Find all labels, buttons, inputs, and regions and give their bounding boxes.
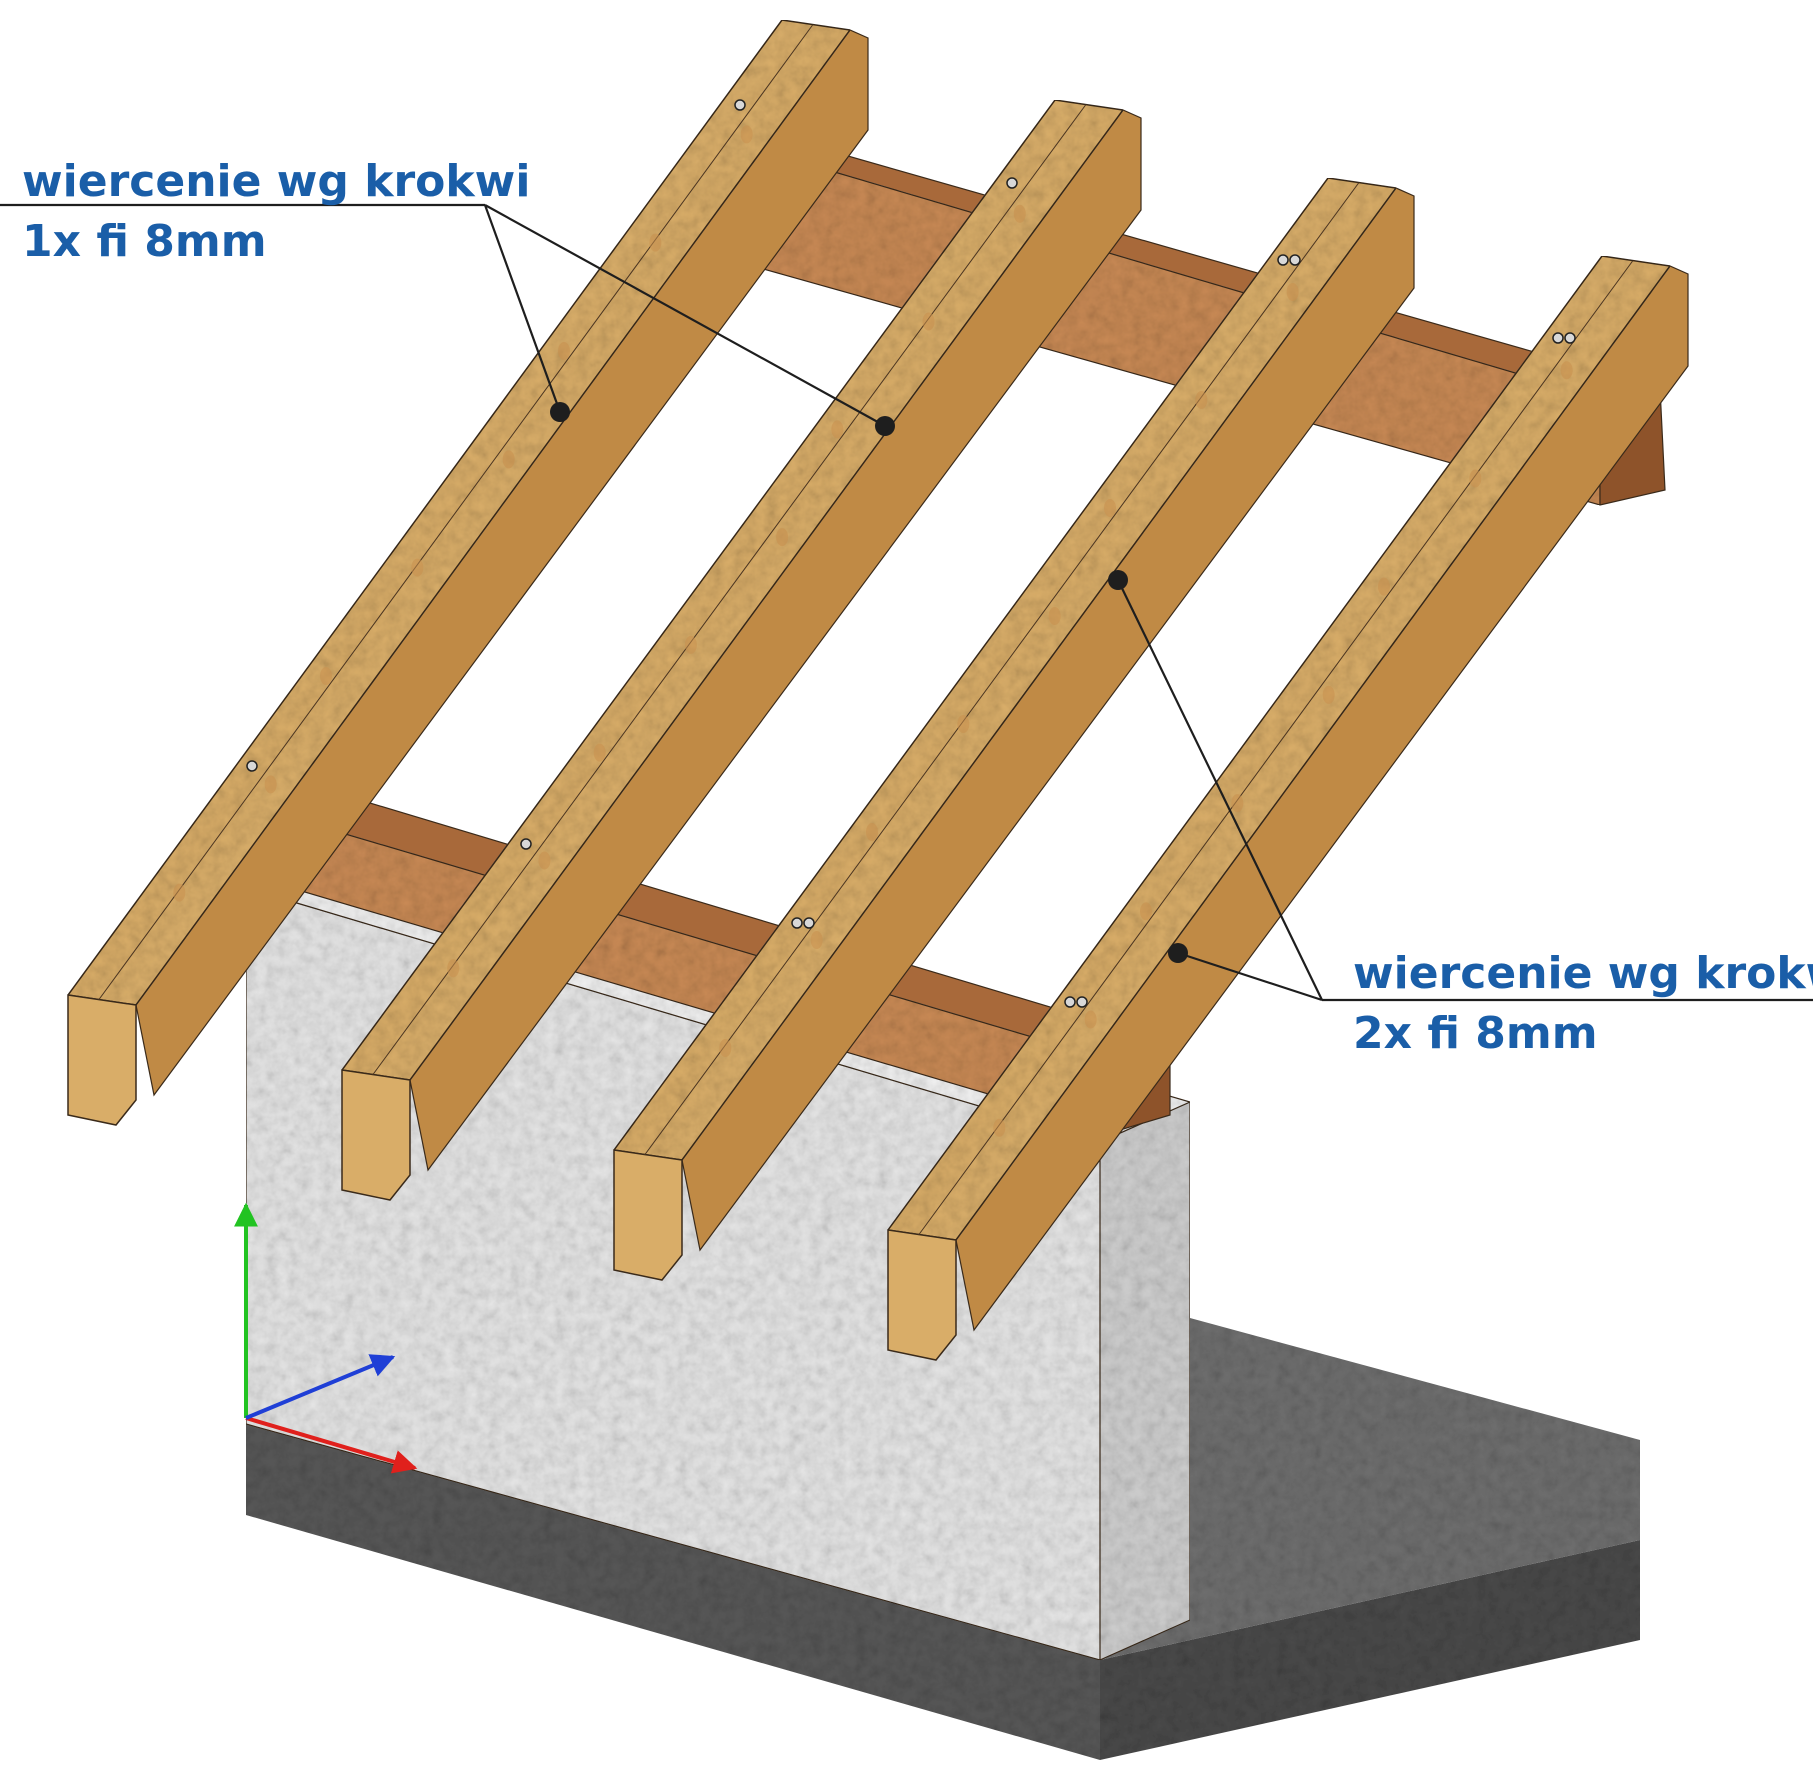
bolt-hole bbox=[1064, 996, 1076, 1008]
wood-knot bbox=[320, 667, 332, 685]
wood-knot bbox=[411, 558, 424, 577]
wood-knot bbox=[957, 715, 970, 733]
drill-point-marker bbox=[875, 416, 895, 436]
bolt-hole bbox=[520, 838, 532, 850]
wood-knot bbox=[719, 1039, 732, 1057]
rafter-end bbox=[613, 1149, 683, 1281]
wood-knot bbox=[740, 125, 753, 144]
wood-knot bbox=[173, 883, 186, 902]
drill-point-marker bbox=[1168, 943, 1188, 963]
wood-knot bbox=[1286, 283, 1299, 301]
wood-knot bbox=[593, 743, 606, 762]
wood-knot bbox=[1013, 204, 1026, 223]
wood-knot bbox=[1378, 577, 1390, 596]
callout-title: wiercenie wg krokwi bbox=[22, 156, 531, 207]
bolt-hole bbox=[1076, 996, 1088, 1008]
rafter bbox=[66, 19, 869, 1126]
wood-knot bbox=[649, 233, 662, 252]
bolt-hole bbox=[246, 760, 258, 772]
wood-knot bbox=[866, 823, 878, 841]
wood-knot bbox=[502, 450, 515, 469]
rafter-edge-line bbox=[918, 260, 1634, 1236]
rafter-edge-line bbox=[644, 182, 1360, 1156]
bolt-hole bbox=[791, 917, 803, 929]
xyz-axis-icon bbox=[234, 1202, 418, 1474]
rafters bbox=[66, 19, 1689, 1361]
wood-knot bbox=[538, 851, 551, 870]
rafter bbox=[340, 99, 1142, 1201]
wood-knot bbox=[264, 775, 277, 794]
drill-point-marker bbox=[1108, 570, 1128, 590]
rafter-end bbox=[341, 1069, 411, 1201]
callout-spec: 1x fi 8mm bbox=[22, 216, 267, 267]
rafter-end bbox=[887, 1229, 957, 1361]
wood-knot bbox=[1560, 361, 1573, 380]
bolt-hole bbox=[1564, 332, 1576, 344]
wood-knot bbox=[684, 635, 697, 654]
rafter-edge-line bbox=[98, 24, 814, 1001]
bolt-hole bbox=[1552, 332, 1564, 344]
callout-leaders bbox=[0, 203, 1813, 1002]
wood-knot bbox=[1231, 794, 1244, 813]
wood-knot bbox=[1104, 499, 1116, 517]
wood-knot bbox=[1140, 902, 1152, 921]
wood-knot bbox=[1048, 607, 1061, 625]
wood-knot bbox=[993, 1118, 1006, 1137]
rafter-end bbox=[67, 994, 137, 1126]
wood-knot bbox=[1469, 469, 1482, 488]
wood-knot bbox=[922, 312, 935, 331]
bolt-hole bbox=[1289, 254, 1301, 266]
wood-knot bbox=[1084, 1010, 1097, 1029]
bolt-hole bbox=[734, 99, 746, 111]
bolt-hole bbox=[1006, 177, 1018, 189]
wood-knot bbox=[810, 931, 823, 949]
callout-spec: 2x fi 8mm bbox=[1353, 1008, 1598, 1059]
bolt-hole bbox=[1277, 254, 1289, 266]
drill-point-marker bbox=[550, 402, 570, 422]
wood-knot bbox=[447, 959, 460, 978]
callout-title: wiercenie wg krokwi bbox=[1353, 948, 1813, 999]
rafter bbox=[886, 255, 1689, 1361]
wood-knot bbox=[776, 528, 789, 547]
callout-drill-1x: wiercenie wg krokwi 1x fi 8mm bbox=[22, 152, 530, 272]
rafter-edge-line bbox=[372, 104, 1087, 1076]
wood-knot bbox=[558, 342, 570, 360]
wood-knot bbox=[1322, 685, 1335, 704]
bolt-hole bbox=[803, 917, 815, 929]
wood-knot bbox=[1195, 391, 1208, 409]
callout-drill-2x: wiercenie wg krokwi 2x fi 8mm bbox=[1353, 944, 1813, 1064]
rafter bbox=[612, 177, 1415, 1281]
concrete-slab bbox=[246, 1318, 1640, 1760]
wood-knot bbox=[831, 420, 844, 439]
